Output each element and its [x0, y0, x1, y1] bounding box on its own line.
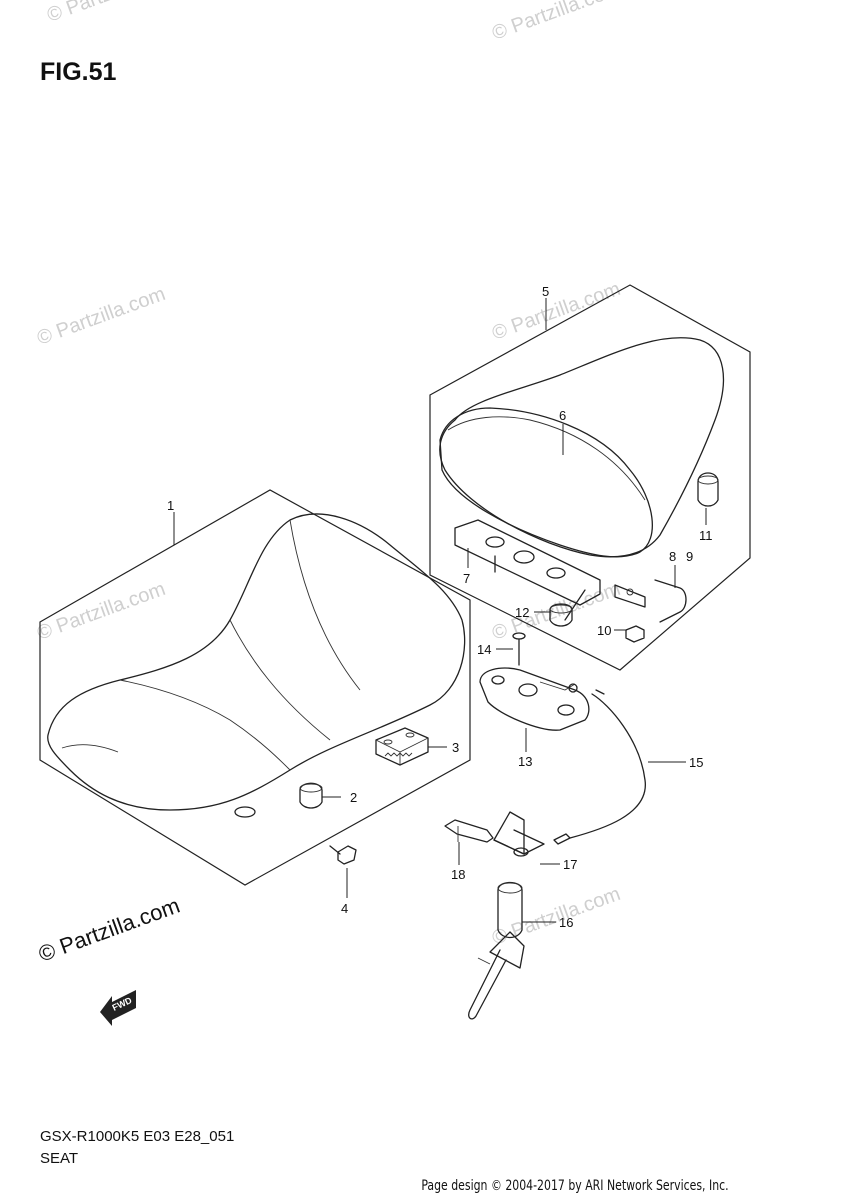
watermark-group: © Partzilla.com © Partzilla.com © Partzi… [34, 0, 623, 967]
part-16-lock [468, 881, 556, 1020]
watermark: © Partzilla.com [34, 578, 168, 645]
front-seat-assembly [39, 489, 471, 898]
callout-4: 4 [341, 901, 348, 916]
callout-5: 5 [542, 284, 549, 299]
front-seat-drawing [47, 513, 466, 811]
rear-seat-cowl-drawing [439, 337, 725, 558]
part-15-cable [553, 689, 686, 845]
callout-16: 16 [559, 915, 573, 930]
part-2-cushion [299, 782, 323, 809]
part-3-rubber-block [375, 727, 429, 766]
section-name: SEAT [40, 1150, 79, 1167]
model-code: GSX-R1000K5 E03 E28_051 [40, 1128, 235, 1145]
part-18-clip [444, 819, 494, 865]
callout-12: 12 [515, 605, 529, 620]
callout-7: 7 [463, 571, 470, 586]
part-12-grommet [549, 603, 573, 627]
latch-assembly [444, 632, 686, 1020]
callout-17: 17 [563, 857, 577, 872]
callout-labels: 1 2 3 4 5 6 7 8 9 10 11 12 13 14 15 16 1… [167, 284, 713, 930]
callout-18: 18 [451, 867, 465, 882]
watermark: © Partzilla.com [44, 0, 178, 27]
callout-1: 1 [167, 498, 174, 513]
page-credit-text: Page design © 2004-2017 by ARI Network S… [420, 1178, 729, 1194]
callout-11: 11 [699, 528, 713, 543]
rear-seat-box-outline [429, 284, 751, 671]
watermark: © Partzilla.com [489, 0, 623, 45]
front-seat-box-outline [39, 489, 471, 886]
part-8-9-hook [614, 579, 687, 623]
page-credit: Page design © 2004-2017 by ARI Network S… [0, 1178, 849, 1194]
callout-2: 2 [350, 790, 357, 805]
callout-13: 13 [518, 754, 532, 769]
callout-8: 8 [669, 549, 676, 564]
figure-title: FIG.51 [40, 58, 117, 86]
callout-14: 14 [477, 642, 491, 657]
callout-6: 6 [559, 408, 566, 423]
part-14-screw [496, 632, 526, 666]
callout-10: 10 [597, 623, 611, 638]
part-7-plate [454, 519, 601, 621]
forward-direction-symbol: FWD [100, 990, 136, 1026]
rear-seat-assembly [429, 284, 751, 671]
part-10-nut [625, 625, 645, 643]
part-17-bracket [493, 811, 560, 865]
watermark: © Partzilla.com [34, 283, 168, 350]
part-13-latch [479, 667, 590, 752]
callout-15: 15 [689, 755, 703, 770]
part-4-bolt [329, 845, 357, 865]
watermark-prominent: © Partzilla.com [35, 893, 183, 967]
callout-3: 3 [452, 740, 459, 755]
callout-9: 9 [686, 549, 693, 564]
watermark: © Partzilla.com [489, 278, 623, 345]
fwd-arrow-icon [100, 990, 136, 1026]
part-11-cushion [697, 472, 719, 507]
